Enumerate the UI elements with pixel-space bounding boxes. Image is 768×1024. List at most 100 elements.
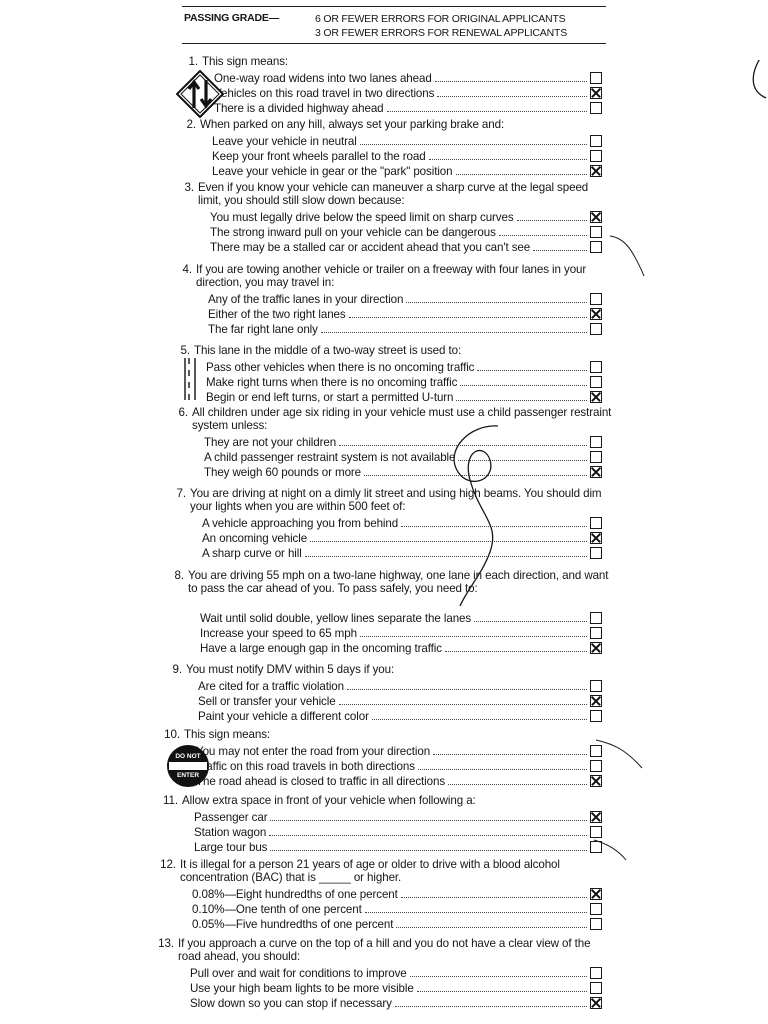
empty-checkbox[interactable]	[590, 241, 602, 253]
answer-option[interactable]: One-way road widens into two lanes ahead	[214, 70, 602, 85]
checked-checkbox[interactable]	[590, 308, 602, 320]
answer-option[interactable]: Slow down so you can stop if necessary	[190, 995, 602, 1010]
checked-checkbox[interactable]	[590, 165, 602, 177]
empty-checkbox[interactable]	[590, 627, 602, 639]
answer-option[interactable]: Traffic on this road travels in both dir…	[196, 758, 602, 773]
answer-option[interactable]: An oncoming vehicle	[202, 530, 602, 545]
answer-option[interactable]: Vehicles on this road travel in two dire…	[214, 85, 602, 100]
answer-option[interactable]: Increase your speed to 65 mph	[200, 625, 602, 640]
answer-option[interactable]: The road ahead is closed to traffic in a…	[196, 773, 602, 788]
empty-checkbox[interactable]	[590, 760, 602, 772]
checked-checkbox[interactable]	[590, 997, 602, 1009]
empty-checkbox[interactable]	[590, 150, 602, 162]
answer-option[interactable]: Paint your vehicle a different color	[198, 708, 602, 723]
checked-checkbox[interactable]	[590, 775, 602, 787]
checked-checkbox[interactable]	[590, 888, 602, 900]
empty-checkbox[interactable]	[590, 982, 602, 994]
answer-option[interactable]: Use your high beam lights to be more vis…	[190, 980, 602, 995]
checked-checkbox[interactable]	[590, 466, 602, 478]
answer-option[interactable]: Are cited for a traffic violation	[198, 678, 602, 693]
empty-checkbox[interactable]	[590, 710, 602, 722]
answer-option[interactable]: Station wagon	[194, 824, 602, 839]
empty-checkbox[interactable]	[590, 680, 602, 692]
answer-option[interactable]: A vehicle approaching you from behind	[202, 515, 602, 530]
checked-checkbox[interactable]	[590, 695, 602, 707]
empty-checkbox[interactable]	[590, 361, 602, 373]
answer-option[interactable]: There may be a stalled car or accident a…	[210, 239, 602, 254]
answer-option[interactable]: Make right turns when there is no oncomi…	[206, 374, 602, 389]
answer-option[interactable]: Leave your vehicle in neutral	[212, 133, 602, 148]
answer-option[interactable]: Sell or transfer your vehicle	[198, 693, 602, 708]
empty-checkbox[interactable]	[590, 436, 602, 448]
answer-option[interactable]: Any of the traffic lanes in your directi…	[208, 291, 602, 306]
checked-checkbox[interactable]	[590, 532, 602, 544]
empty-checkbox[interactable]	[590, 72, 602, 84]
answer-label: They are not your children	[204, 436, 337, 449]
empty-checkbox[interactable]	[590, 547, 602, 559]
answer-option[interactable]: Keep your front wheels parallel to the r…	[212, 148, 602, 163]
answer-option[interactable]: Large tour bus	[194, 839, 602, 854]
answer-option[interactable]: Passenger car	[194, 809, 602, 824]
answer-option[interactable]: You must legally drive below the speed l…	[210, 209, 602, 224]
answer-option[interactable]: Begin or end left turns, or start a perm…	[206, 389, 602, 404]
answer-label: Leave your vehicle in gear or the "park"…	[212, 165, 453, 178]
answer-option[interactable]: You may not enter the road from your dir…	[196, 743, 602, 758]
empty-checkbox[interactable]	[590, 745, 602, 757]
header-top-rule	[182, 6, 606, 7]
answer-label: There is a divided highway ahead	[214, 102, 384, 115]
question-13: 13.If you approach a curve on the top of…	[158, 937, 612, 1010]
dot-leader	[477, 370, 587, 371]
empty-checkbox[interactable]	[590, 323, 602, 335]
answer-label: Either of the two right lanes	[208, 308, 346, 321]
answer-label: Large tour bus	[194, 841, 268, 854]
answer-option[interactable]: They weigh 60 pounds or more	[204, 464, 602, 479]
empty-checkbox[interactable]	[590, 918, 602, 930]
answer-option[interactable]: Leave your vehicle in gear or the "park"…	[212, 163, 602, 178]
checked-checkbox[interactable]	[590, 87, 602, 99]
answer-option[interactable]: The far right lane only	[208, 321, 602, 336]
do-not-enter-bottom-text: ENTER	[176, 772, 200, 779]
answer-option[interactable]: There is a divided highway ahead	[214, 100, 602, 115]
answer-label: Increase your speed to 65 mph	[200, 627, 357, 640]
empty-checkbox[interactable]	[590, 102, 602, 114]
answer-option[interactable]: A child passenger restraint system is no…	[204, 449, 602, 464]
empty-checkbox[interactable]	[590, 451, 602, 463]
dot-leader	[455, 174, 587, 175]
answer-option[interactable]: 0.10%—One tenth of one percent	[192, 901, 602, 916]
answer-option[interactable]: Have a large enough gap in the oncoming …	[200, 640, 602, 655]
empty-checkbox[interactable]	[590, 226, 602, 238]
checked-checkbox[interactable]	[590, 211, 602, 223]
empty-checkbox[interactable]	[590, 967, 602, 979]
dot-leader	[348, 317, 587, 318]
empty-checkbox[interactable]	[590, 293, 602, 305]
answer-option[interactable]: 0.08%—Eight hundredths of one percent	[192, 886, 602, 901]
answer-label: A child passenger restraint system is no…	[204, 451, 456, 464]
answer-option[interactable]: A sharp curve or hill	[202, 545, 602, 560]
empty-checkbox[interactable]	[590, 376, 602, 388]
checked-checkbox[interactable]	[590, 391, 602, 403]
answer-option[interactable]: Pass other vehicles when there is no onc…	[206, 359, 602, 374]
checked-checkbox[interactable]	[590, 642, 602, 654]
empty-checkbox[interactable]	[590, 612, 602, 624]
dot-leader	[320, 332, 587, 333]
question-2: 2.When parked on any hill, always set yo…	[187, 118, 612, 178]
do-not-enter-top-text: DO NOT	[175, 753, 201, 760]
empty-checkbox[interactable]	[590, 135, 602, 147]
answer-option[interactable]: 0.05%—Five hundredths of one percent	[192, 916, 602, 931]
answer-option[interactable]: Wait until solid double, yellow lines se…	[200, 610, 602, 625]
answer-label: Make right turns when there is no oncomi…	[206, 376, 458, 389]
answer-option[interactable]: Either of the two right lanes	[208, 306, 602, 321]
answer-option[interactable]: The strong inward pull on your vehicle c…	[210, 224, 602, 239]
empty-checkbox[interactable]	[590, 517, 602, 529]
dot-leader	[433, 754, 587, 755]
dot-leader	[416, 991, 587, 992]
answer-option[interactable]: They are not your children	[204, 434, 602, 449]
empty-checkbox[interactable]	[590, 903, 602, 915]
empty-checkbox[interactable]	[590, 841, 602, 853]
answer-label: Any of the traffic lanes in your directi…	[208, 293, 404, 306]
empty-checkbox[interactable]	[590, 826, 602, 838]
answer-label: Have a large enough gap in the oncoming …	[200, 642, 442, 655]
checked-checkbox[interactable]	[590, 811, 602, 823]
answer-option[interactable]: Pull over and wait for conditions to imp…	[190, 965, 602, 980]
